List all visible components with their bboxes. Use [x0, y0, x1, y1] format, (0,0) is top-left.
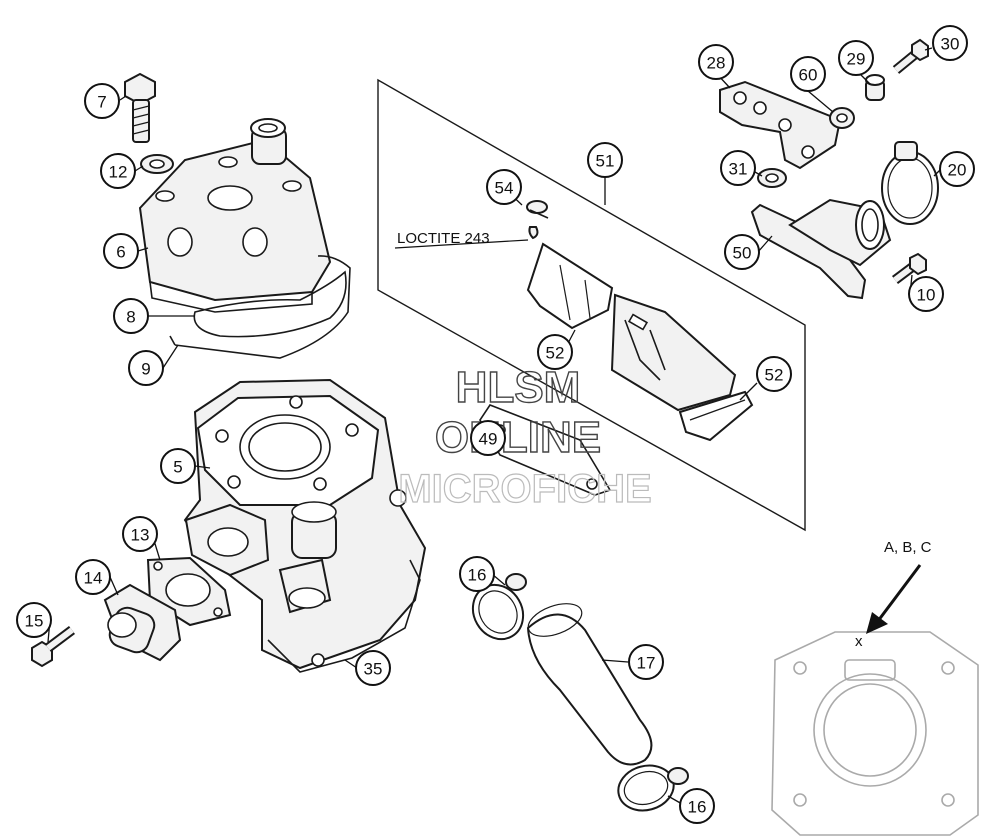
callout-14: 14: [75, 559, 111, 595]
svg-text:20: 20: [948, 161, 967, 180]
callout-9: 9: [128, 350, 164, 386]
svg-text:54: 54: [495, 179, 514, 198]
svg-text:52: 52: [546, 344, 565, 363]
callout-5: 5: [160, 448, 196, 484]
reed-valve-body: [610, 293, 737, 412]
callout-10: 10: [908, 276, 944, 312]
svg-text:29: 29: [847, 50, 866, 69]
arrow-to-marking: [866, 564, 922, 634]
callout-54: 54: [486, 169, 522, 205]
callout-30: 30: [932, 25, 968, 61]
intake-manifold-50: [750, 198, 892, 300]
hose-clamp-16b: [617, 764, 689, 812]
washer-31: [757, 168, 787, 188]
svg-text:49: 49: [479, 430, 498, 449]
o-ring-9: [169, 255, 351, 359]
bolt-15: [31, 626, 75, 668]
cylinder-5: [183, 378, 427, 670]
callout-29: 29: [838, 40, 874, 76]
svg-text:15: 15: [25, 612, 44, 631]
washer-12: [140, 154, 174, 174]
exhaust-flange-14: [103, 583, 182, 662]
callout-49: 49: [470, 420, 506, 456]
screw-54: [526, 200, 549, 240]
callout-60: 60: [790, 56, 826, 92]
reed-petal-52a: [526, 242, 614, 330]
bushing-60: [829, 107, 855, 129]
bracket-28: [719, 80, 842, 170]
svg-text:6: 6: [116, 243, 125, 262]
callout-20: 20: [939, 151, 975, 187]
svg-text:8: 8: [126, 308, 135, 327]
svg-text:10: 10: [917, 286, 936, 305]
reed-valve-group-frame: [377, 78, 806, 532]
svg-text:7: 7: [97, 93, 106, 112]
svg-text:50: 50: [733, 244, 752, 263]
svg-text:12: 12: [109, 163, 128, 182]
callout-35: 35: [355, 650, 391, 686]
callout-12: 12: [100, 153, 136, 189]
svg-text:30: 30: [941, 35, 960, 54]
hose-17: [526, 603, 653, 766]
callout-7: 7: [84, 83, 120, 119]
bolt-10: [892, 252, 927, 284]
callout-6: 6: [103, 233, 139, 269]
svg-text:51: 51: [596, 152, 615, 171]
marking-abc-label: A, B, C: [884, 539, 932, 556]
svg-text:60: 60: [799, 66, 818, 85]
marking-x-label: x: [855, 633, 863, 650]
svg-text:31: 31: [729, 160, 748, 179]
spacer-29: [865, 74, 885, 101]
reed-petal-52b: [678, 390, 754, 442]
svg-text:16: 16: [468, 566, 487, 585]
svg-text:17: 17: [637, 654, 656, 673]
leader-lines: [47, 47, 941, 805]
cylinder-marking-detail: [771, 631, 979, 836]
svg-text:HLSM: HLSM: [456, 363, 581, 412]
svg-text:13: 13: [131, 526, 150, 545]
callout-16b: 16: [679, 788, 715, 824]
base-gasket-35: [267, 559, 421, 673]
svg-text:52: 52: [765, 366, 784, 385]
svg-text:16: 16: [688, 798, 707, 817]
callout-8: 8: [113, 298, 149, 334]
svg-text:14: 14: [84, 569, 103, 588]
callout-16a: 16: [459, 556, 495, 592]
loctite-leader: [394, 239, 529, 249]
head-gasket-8: [193, 270, 347, 338]
callout-28: 28: [698, 44, 734, 80]
watermark: HLSM ONLINE MICROFICHE: [398, 362, 653, 511]
callout-13: 13: [122, 516, 158, 552]
svg-text:28: 28: [707, 54, 726, 73]
callout-31: 31: [720, 150, 756, 186]
loctite-label: LOCTITE 243: [397, 230, 490, 247]
bolt-30: [892, 38, 929, 74]
callout-51: 51: [587, 142, 623, 178]
cylinder-head-6: [138, 118, 332, 313]
svg-text:ONLINE: ONLINE: [435, 413, 601, 462]
callout-52b: 52: [756, 356, 792, 392]
bolt-7: [124, 72, 156, 143]
callout-50: 50: [724, 234, 760, 270]
hose-clamp-20: [881, 141, 939, 225]
callout-17: 17: [628, 644, 664, 680]
callout-52a: 52: [537, 334, 573, 370]
svg-text:MICROFICHE: MICROFICHE: [398, 467, 651, 511]
callout-15: 15: [16, 602, 52, 638]
svg-text:35: 35: [364, 660, 383, 679]
svg-text:5: 5: [173, 458, 182, 477]
svg-text:9: 9: [141, 360, 150, 379]
